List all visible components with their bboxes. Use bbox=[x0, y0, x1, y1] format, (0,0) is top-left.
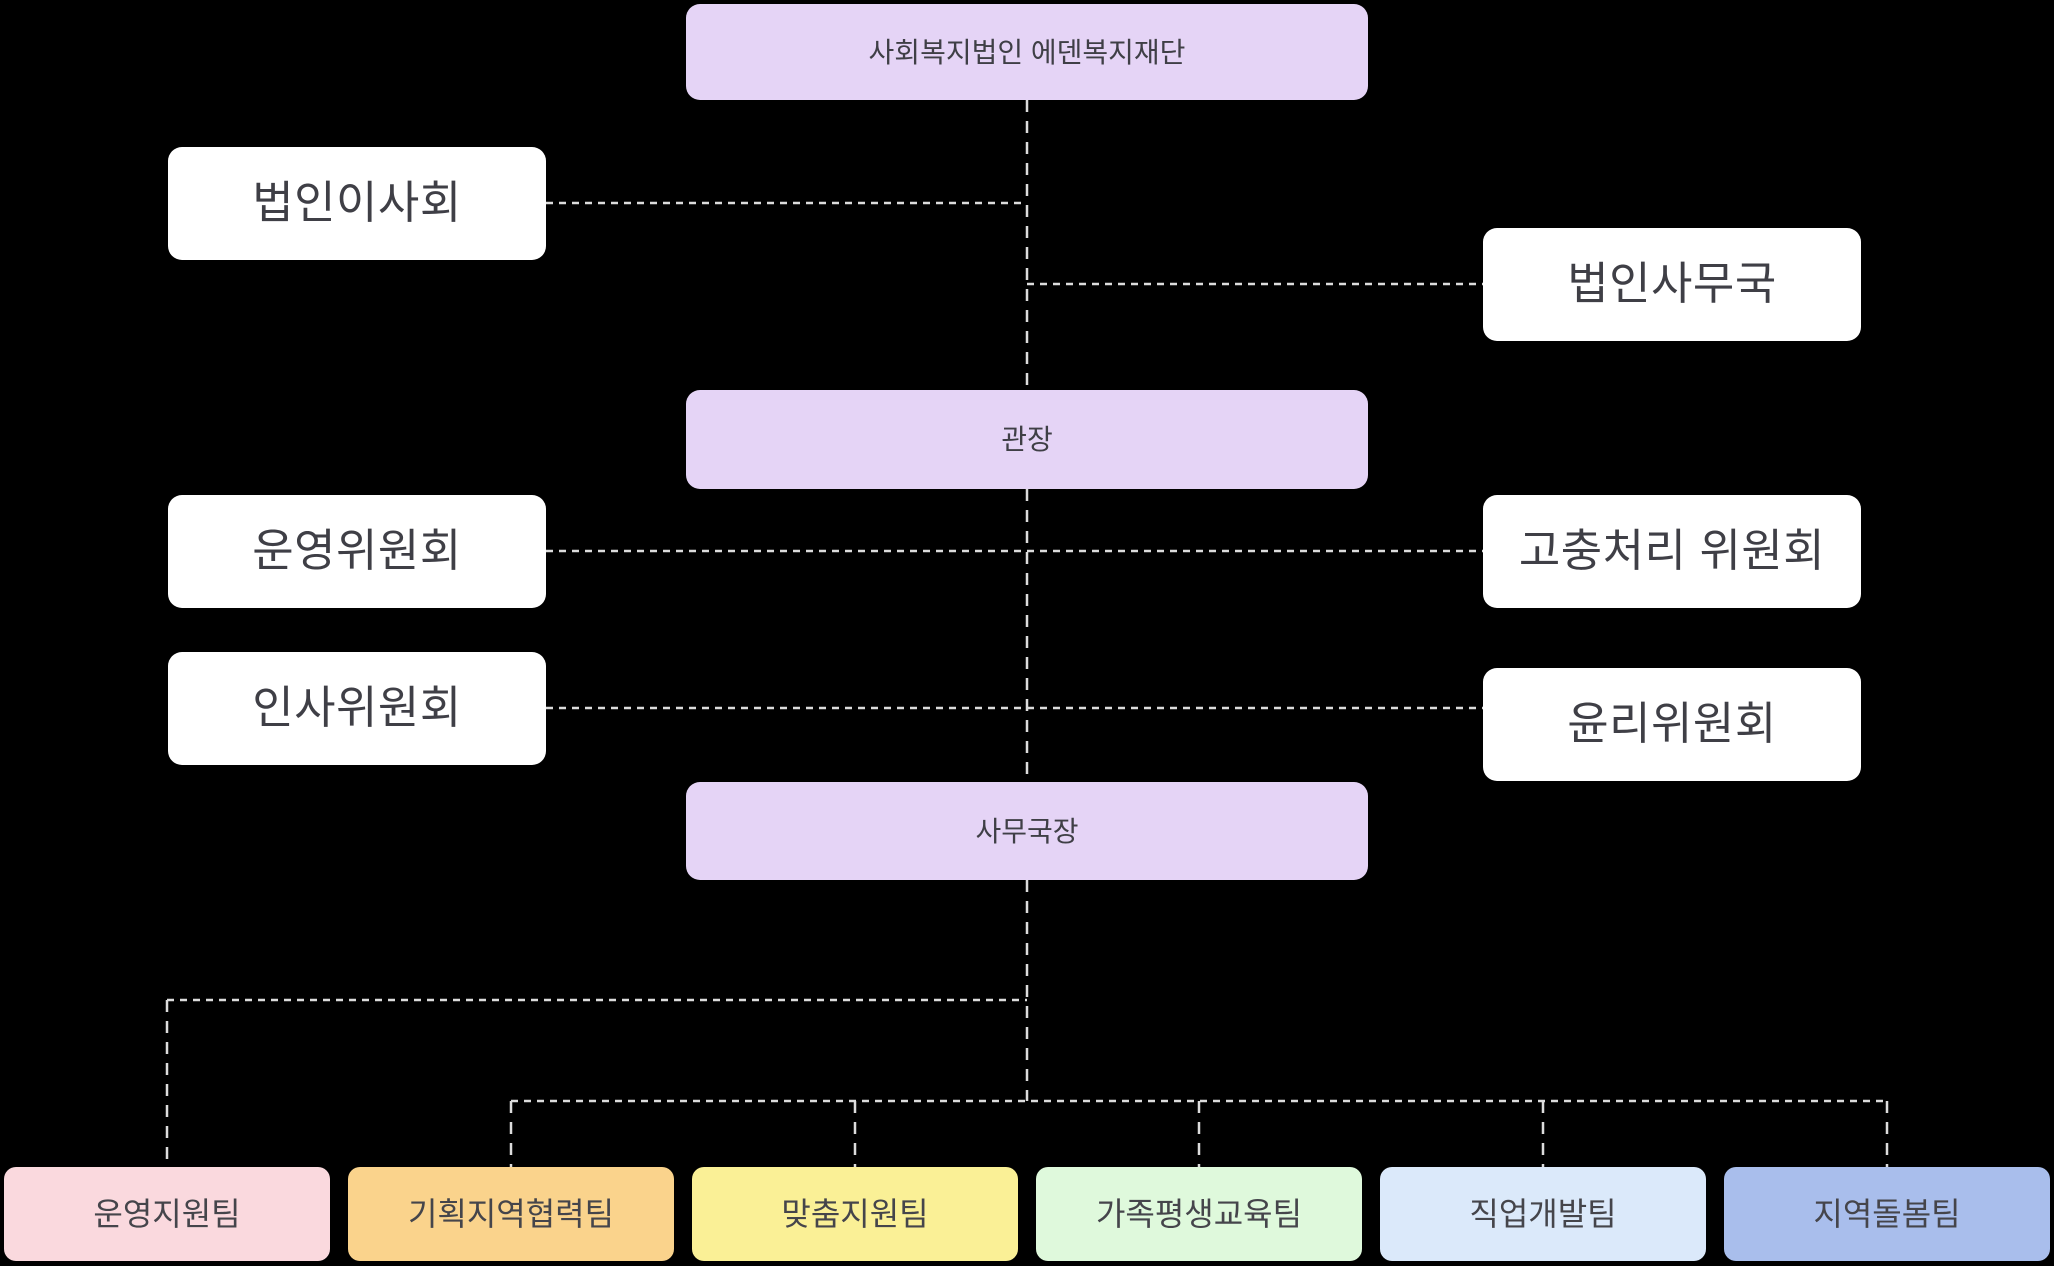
node-secretary-general-label: 사무국장 bbox=[975, 815, 1079, 847]
node-team-planning-regional-cooperation-label: 기획지역협력팀 bbox=[407, 1196, 615, 1232]
node-grievance-committee-label: 고충처리 위원회 bbox=[1518, 525, 1826, 577]
node-team-operations-support-label: 운영지원팀 bbox=[93, 1196, 241, 1232]
node-steering-committee-label: 운영위원회 bbox=[252, 525, 462, 577]
node-team-community-care-label: 지역돌봄팀 bbox=[1813, 1196, 1961, 1232]
node-steering-committee: 운영위원회 bbox=[168, 495, 546, 608]
node-ethics-committee-label: 윤리위원회 bbox=[1567, 698, 1777, 750]
node-ethics-committee: 윤리위원회 bbox=[1483, 668, 1861, 781]
node-grievance-committee: 고충처리 위원회 bbox=[1483, 495, 1861, 608]
node-team-community-care: 지역돌봄팀 bbox=[1724, 1167, 2050, 1261]
node-director: 관장 bbox=[686, 390, 1368, 489]
node-team-family-lifelong-education: 가족평생교육팀 bbox=[1036, 1167, 1362, 1261]
node-director-label: 관장 bbox=[1001, 424, 1053, 455]
node-team-family-lifelong-education-label: 가족평생교육팀 bbox=[1095, 1196, 1303, 1232]
node-personnel-committee-label: 인사위원회 bbox=[252, 682, 462, 734]
node-secretariat: 법인사무국 bbox=[1483, 228, 1861, 341]
node-foundation-label: 사회복지법인 에덴복지재단 bbox=[868, 36, 1186, 68]
node-board: 법인이사회 bbox=[168, 147, 546, 260]
node-board-label: 법인이사회 bbox=[252, 177, 462, 229]
node-team-customized-support: 맞춤지원팀 bbox=[692, 1167, 1018, 1261]
node-personnel-committee: 인사위원회 bbox=[168, 652, 546, 765]
node-team-operations-support: 운영지원팀 bbox=[4, 1167, 330, 1261]
node-team-customized-support-label: 맞춤지원팀 bbox=[781, 1196, 929, 1232]
node-team-job-development-label: 직업개발팀 bbox=[1469, 1196, 1617, 1232]
node-secretary-general: 사무국장 bbox=[686, 782, 1368, 880]
node-team-job-development: 직업개발팀 bbox=[1380, 1167, 1706, 1261]
node-foundation: 사회복지법인 에덴복지재단 bbox=[686, 4, 1368, 100]
node-team-planning-regional-cooperation: 기획지역협력팀 bbox=[348, 1167, 674, 1261]
node-secretariat-label: 법인사무국 bbox=[1567, 258, 1777, 310]
